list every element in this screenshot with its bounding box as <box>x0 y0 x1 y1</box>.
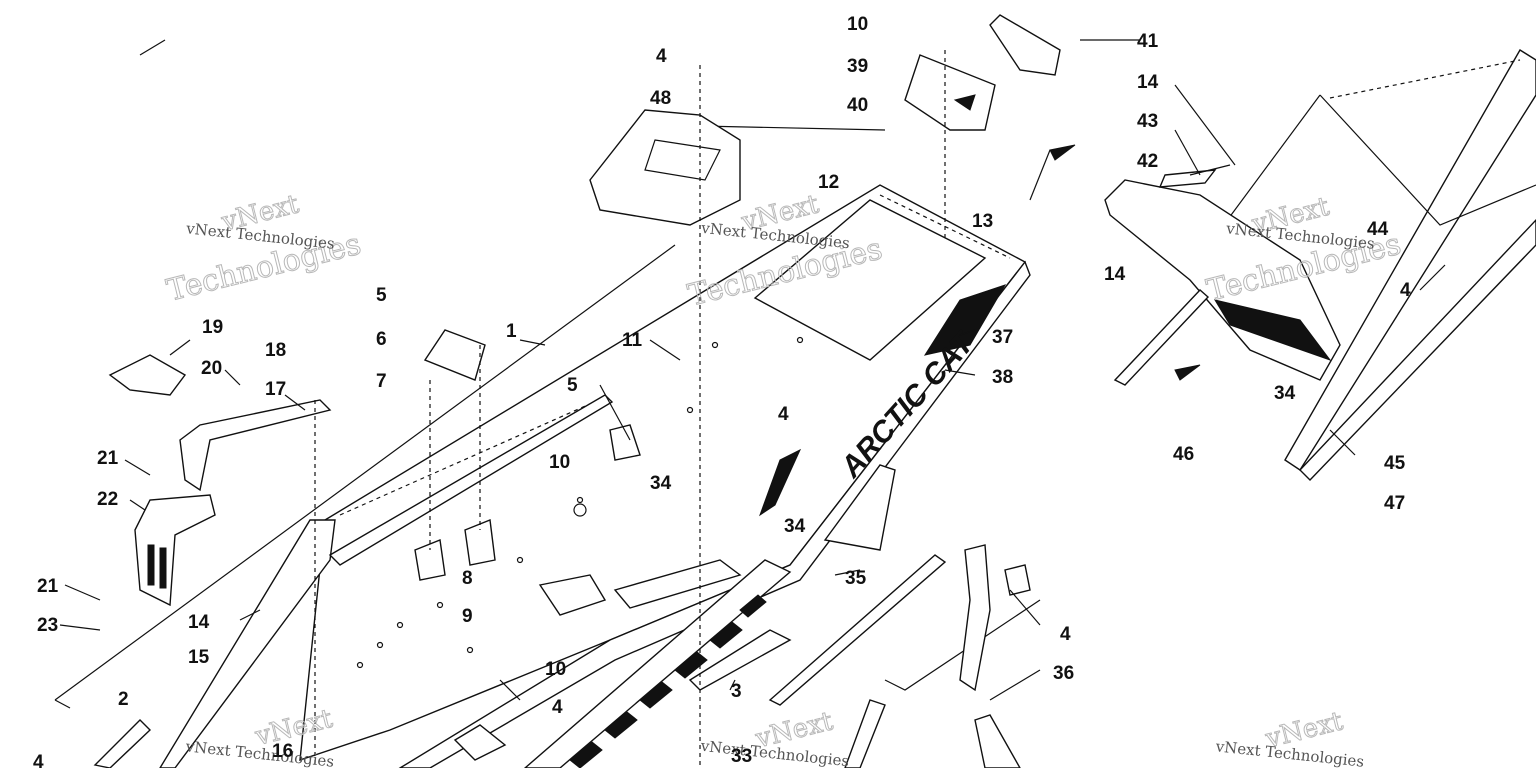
callout-label: 14 <box>188 612 210 633</box>
callout-label: 14 <box>1104 264 1126 285</box>
callout-label: 15 <box>188 647 210 668</box>
callout-label: 5 <box>567 375 578 396</box>
seat-cushion <box>589 109 741 226</box>
callout-label: 38 <box>992 367 1013 388</box>
callout-label: 4 <box>1060 624 1071 645</box>
callout-label: 47 <box>1384 493 1405 514</box>
callout-label: 22 <box>97 489 118 510</box>
callout-label: 16 <box>272 741 293 762</box>
callout-label: 18 <box>265 340 286 361</box>
callout-label: 14 <box>1137 72 1159 93</box>
callout-label: 10 <box>549 452 570 473</box>
callout-label: 3 <box>731 681 742 702</box>
callout-label: 10 <box>545 659 566 680</box>
tail-light-bracket <box>904 14 1061 131</box>
step-bracket-assembly <box>108 354 332 607</box>
callout-label: 21 <box>97 448 119 469</box>
misc-brackets <box>93 329 1031 769</box>
callout-label: 4 <box>656 46 667 67</box>
callout-label: 5 <box>376 285 387 306</box>
callout-labels: 10 41 4 39 48 40 14 43 42 12 13 44 14 4 … <box>33 14 1411 773</box>
callout-label: 23 <box>37 615 58 636</box>
callout-label: 34 <box>650 473 672 494</box>
callout-label: 19 <box>202 317 223 338</box>
callout-label: 35 <box>845 568 867 589</box>
callout-label: 2 <box>118 689 129 710</box>
callout-label: 10 <box>847 14 868 35</box>
callout-label: 17 <box>265 379 286 400</box>
callout-label: 37 <box>992 327 1013 348</box>
callout-label: 45 <box>1384 453 1406 474</box>
callout-label: 36 <box>1053 663 1074 684</box>
callout-label: 4 <box>33 752 44 768</box>
callout-label: 41 <box>1137 31 1159 52</box>
callout-label: 48 <box>650 88 671 109</box>
callout-label: 1 <box>506 321 517 342</box>
callout-label: 20 <box>201 358 222 379</box>
callout-label: 4 <box>778 404 789 425</box>
callout-label: 6 <box>376 329 387 350</box>
callout-label: 21 <box>37 576 59 597</box>
callout-label: 43 <box>1137 111 1158 132</box>
callout-label: 34 <box>1274 383 1296 404</box>
callout-label: 9 <box>462 606 473 627</box>
snow-flap-assembly <box>1104 169 1341 386</box>
callout-label: 11 <box>622 330 643 351</box>
callout-label: 4 <box>1400 280 1411 301</box>
rear-bumper-rail <box>1219 49 1536 481</box>
callout-label: 34 <box>784 516 806 537</box>
callout-label: 13 <box>972 211 993 232</box>
callout-label: 7 <box>376 371 387 392</box>
callout-label: 8 <box>462 568 473 589</box>
callout-label: 12 <box>818 172 839 193</box>
running-board-cutouts <box>569 594 767 769</box>
callout-label: 46 <box>1173 444 1194 465</box>
leader-lines <box>59 39 1446 768</box>
callout-label: 40 <box>847 95 868 116</box>
callout-label: 39 <box>847 56 868 77</box>
callout-label: 4 <box>552 697 563 718</box>
callout-label: 42 <box>1137 151 1158 172</box>
callout-label: 33 <box>731 746 752 767</box>
tunnel-assembly: ARCTIC CAT <box>54 124 1041 769</box>
callout-label: 44 <box>1367 219 1389 240</box>
